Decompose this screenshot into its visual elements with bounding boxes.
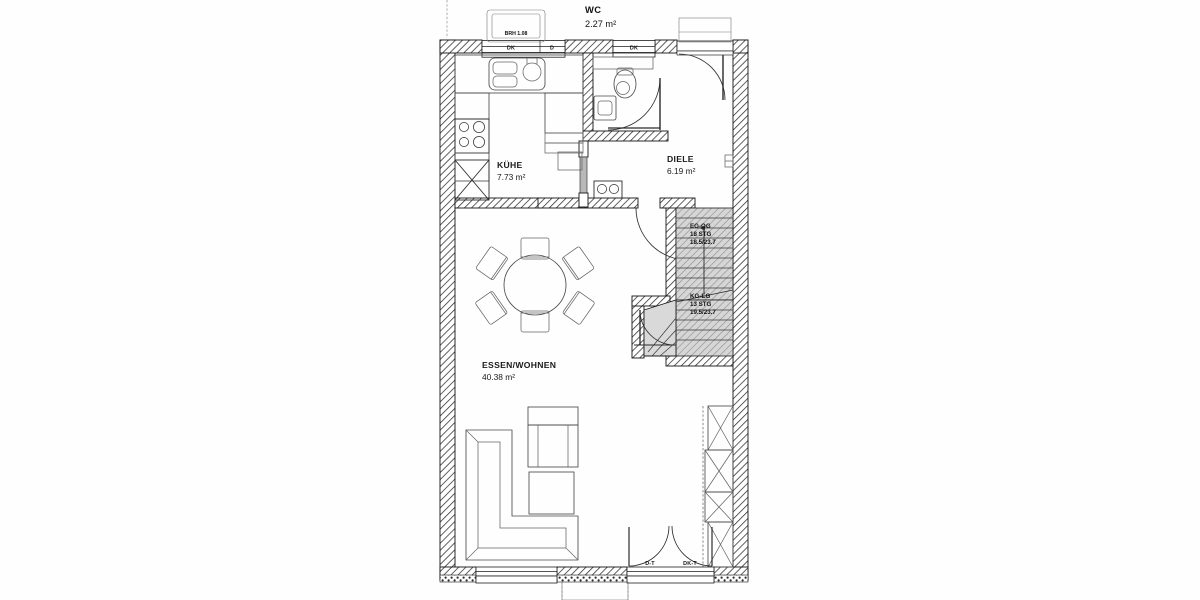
wc-door-swing [607,77,661,131]
wall-stair-landing [631,295,671,307]
essen-wohnen-area: 40.38 m² [482,372,515,382]
terrace-step [561,581,629,600]
wall-exterior-top-a [439,39,483,54]
window-kitchen-d-label: D [550,45,554,51]
dining-chair-ne [562,246,595,280]
kitchen-drawer-a [544,132,584,144]
brh-label: BRH 1.08 [505,31,528,37]
label-diele: DIELE 6.19 m² [667,154,696,176]
stair-label-down: KG-EG 13 STG 19.5/23.7 [690,293,716,316]
window-living-bottom [475,566,558,584]
label-essen-wohnen: ESSEN/WOHNEN 40.38 m² [482,360,556,382]
kueche-area: 7.73 m² [497,172,526,182]
dining-chair-se [562,291,595,325]
stair-down-line3: 19.5/23.7 [690,309,716,316]
kitchen-counter-right [544,92,584,134]
door-terrace-group: D-T DK-T [626,525,715,584]
dining-chair-n [520,237,550,260]
dining-table [503,254,567,316]
wall-interior-kitchen-wc [582,52,594,142]
dining-chair-s [520,310,550,333]
stair-winders [643,299,677,357]
wall-stub-kitchen-diele-bottom [578,192,589,208]
stair-label-up: EG-OG 18 STG 18.5/23.7 [690,223,716,246]
living-furniture [465,405,734,568]
wall-stair-bottom [665,354,734,367]
sofa-l-shape [465,429,579,561]
staircase: EG-OG 18 STG 18.5/23.7 KG-EG 13 STG 19.5… [634,207,734,357]
wall-exterior-top-b [564,39,614,54]
wall-exterior-top-c [654,39,678,54]
wc-counter [592,56,654,70]
wc-washbasin-icon [593,95,617,121]
kitchen-fixtures [454,54,623,201]
stair-up-line2: 18 STG [690,231,712,238]
door-entrance [676,17,734,101]
kitchen-sink-icon [488,57,546,91]
stair-upper-zone [675,207,734,301]
wc-fixtures [592,56,661,131]
kitchen-dishwasher-icon [454,159,490,201]
stair-treads-lower [676,309,733,341]
stair-break-line [675,289,734,303]
essen-wohnen-name: ESSEN/WOHNEN [482,360,556,370]
kueche-name: KÜHE [497,160,523,170]
window-wc-dk-label: DK [630,45,638,51]
diele-name: DIELE [667,154,694,164]
dining-set [475,237,595,333]
door-terrace-d-label: D-T [645,561,655,567]
wall-diele-bottom [659,197,696,209]
kitchen-counter-left [454,92,490,120]
stair-down-line2: 13 STG [690,301,712,308]
armchair [527,406,579,468]
kitchen-drawer-b [544,142,584,154]
coffee-table [528,471,575,515]
shelving-units [702,405,734,568]
kitchen-counter-top [454,54,584,94]
kitchen-unit-small [557,151,583,171]
insulation-bottom-c [713,574,749,583]
stair-up-line1: EG-OG [690,223,711,230]
wall-interior-kitchen-bottom-left [454,197,541,209]
wc-area: 2.27 m² [585,19,616,29]
door-terrace-dk-label: DK-T [683,561,697,567]
wall-exterior-top-d [732,39,749,54]
stair-up-line3: 18.5/23.7 [690,239,716,246]
sliding-door-kitchen-diele [579,156,588,195]
dining-chair-sw [475,291,508,325]
stair-lower-zone [675,299,734,357]
label-kueche: KÜHE 7.73 m² [497,160,526,182]
wall-interior-wc-bottom [582,130,669,142]
wall-stair-left-lower [631,299,645,359]
wall-stub-kitchen-diele-top [578,140,589,158]
diele-area: 6.19 m² [667,166,696,176]
wall-exterior-right [732,39,749,581]
stair-down-line1: KG-EG [690,293,710,300]
insulation-bottom-a [439,574,477,583]
wall-exterior-left [439,39,456,581]
window-wc: DK [612,40,656,58]
kitchen-appliance-icon [593,180,623,199]
wc-name: WC [585,4,601,15]
dining-chair-nw [475,246,508,280]
brh-annotation: BRH 1.08 [486,9,546,43]
wc-toilet-icon [613,67,637,99]
insulation-bottom-b [556,574,628,583]
window-kitchen-dk-label: DK [507,45,515,51]
kitchen-stove-icon [454,118,490,154]
kitchen-cabinet-lower [454,152,490,182]
label-wc: WC 2.27 m² [585,4,616,29]
